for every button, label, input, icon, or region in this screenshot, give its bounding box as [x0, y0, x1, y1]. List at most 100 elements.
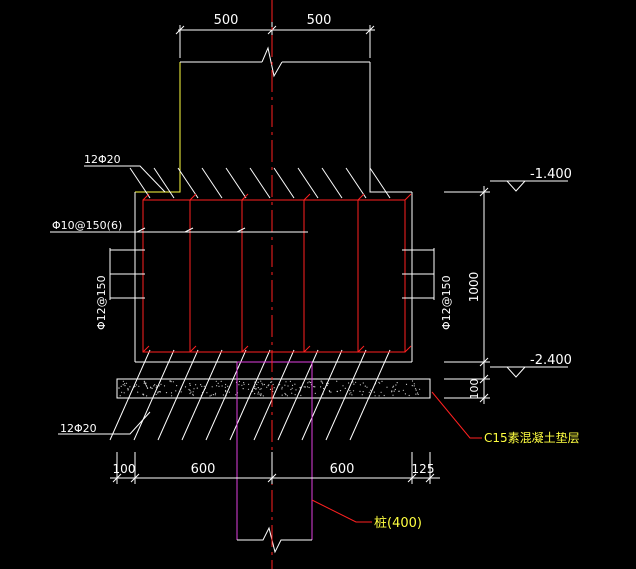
- hatch-dot: [408, 394, 410, 397]
- hatch-dot: [348, 382, 350, 384]
- hatch-dot: [314, 386, 316, 388]
- hatch-dot: [238, 384, 240, 386]
- hatch-dot: [155, 393, 157, 396]
- hatch-dot: [262, 395, 264, 397]
- hatch-dot: [395, 384, 397, 386]
- hatch-dot: [142, 393, 144, 395]
- hatch-line: [189, 193, 197, 201]
- hatch-dot: [353, 383, 355, 385]
- hatch-dot: [359, 384, 361, 386]
- hatch-line: [241, 193, 249, 201]
- hatch-dot: [392, 386, 394, 388]
- hatch-dot: [294, 394, 296, 396]
- dim-cushion: 100: [468, 379, 481, 400]
- hatch-dot: [398, 390, 400, 392]
- hatch-dot: [262, 384, 264, 386]
- hatch-line: [303, 193, 311, 201]
- hatch-dot: [260, 380, 262, 382]
- leader-top-bars: [84, 165, 166, 193]
- hatch-dot: [352, 381, 354, 383]
- annotation-cushion: C15素混凝土垫层: [484, 430, 580, 445]
- hatch-dot: [336, 380, 338, 382]
- hatch-line: [177, 167, 199, 199]
- hatch-dot: [184, 386, 187, 388]
- dim-bottom-left-edge: 100: [113, 462, 136, 476]
- hatch-dot: [238, 380, 241, 383]
- hatch-dot: [281, 388, 283, 390]
- hatch-dot: [378, 381, 380, 383]
- bottom-dimension: [110, 452, 440, 484]
- pile: [236, 361, 313, 540]
- top-dimension: [175, 22, 375, 58]
- hatch-dot: [350, 392, 352, 394]
- annotation-pile: 桩(400): [374, 516, 422, 531]
- hatch-dot: [327, 382, 329, 385]
- hatch-dot: [214, 394, 216, 396]
- hatch-dot: [291, 384, 294, 386]
- hatch-dot: [326, 384, 328, 386]
- hatch-dot: [380, 391, 382, 393]
- hatch-dot: [417, 393, 419, 395]
- dim-height: 1000: [467, 272, 481, 303]
- hatch-dot: [146, 385, 148, 387]
- hatch-dot: [224, 386, 226, 388]
- vertical-dimension: [444, 186, 490, 404]
- hatch-line: [325, 349, 367, 441]
- hatch-dot: [170, 392, 173, 394]
- hatch-dot: [196, 387, 198, 389]
- hatch-dot: [364, 385, 366, 387]
- hatch-dot: [171, 395, 173, 397]
- cushion-layer: [116, 378, 431, 399]
- hatch-dot: [344, 387, 346, 389]
- earth-hatch-top: [129, 167, 391, 199]
- hatch-dot: [153, 385, 155, 387]
- hatch-dot: [241, 384, 243, 386]
- elevation-marker-top: [490, 180, 568, 192]
- hatch-line: [249, 167, 271, 199]
- hatch-line: [142, 345, 150, 353]
- hatch-dot: [270, 381, 272, 383]
- hatch-dot: [122, 384, 124, 386]
- dim-bottom-left: 600: [191, 462, 216, 477]
- hatch-dot: [330, 391, 332, 393]
- label-stirrups: Φ10@150(6): [52, 219, 122, 232]
- hatch-dot: [352, 390, 355, 392]
- hatch-dot: [225, 391, 227, 393]
- hatch-dot: [216, 385, 218, 387]
- hatch-dot: [374, 395, 376, 397]
- hatch-dot: [212, 394, 214, 396]
- hatch-dot: [189, 383, 191, 385]
- hatch-dot: [123, 392, 125, 394]
- hatch-dot: [124, 383, 126, 385]
- hatch-line: [303, 345, 311, 353]
- hatch-dot: [260, 394, 262, 397]
- hatch-dot: [157, 392, 159, 394]
- leader-cushion: [431, 391, 482, 439]
- hatch-dot: [322, 382, 324, 384]
- hatch-dot: [320, 386, 322, 388]
- hatch-dot: [137, 391, 139, 393]
- dim-top-left: 500: [214, 13, 239, 28]
- hatch-dot: [308, 386, 310, 389]
- hatch-dot: [359, 390, 361, 392]
- hatch-dot: [235, 394, 237, 396]
- hatch-dot: [272, 383, 274, 386]
- hatch-dot: [273, 387, 275, 389]
- hatch-dot: [342, 385, 344, 387]
- hatch-dot: [124, 385, 126, 387]
- hatch-line: [225, 167, 247, 199]
- column-right-edge: [369, 62, 412, 193]
- hatch-dot: [284, 392, 286, 395]
- hatch-dot: [366, 386, 368, 388]
- hatch-dot: [221, 385, 223, 387]
- hatch-dot: [127, 388, 129, 391]
- hatch-dot: [294, 383, 296, 385]
- hatch-dot: [339, 390, 342, 392]
- hatch-dot: [349, 393, 351, 395]
- hatch-line: [297, 167, 319, 199]
- hatch-dot: [170, 380, 172, 382]
- hatch-dot: [225, 383, 227, 386]
- hatch-dot: [144, 381, 146, 383]
- hatch-dot: [254, 386, 256, 388]
